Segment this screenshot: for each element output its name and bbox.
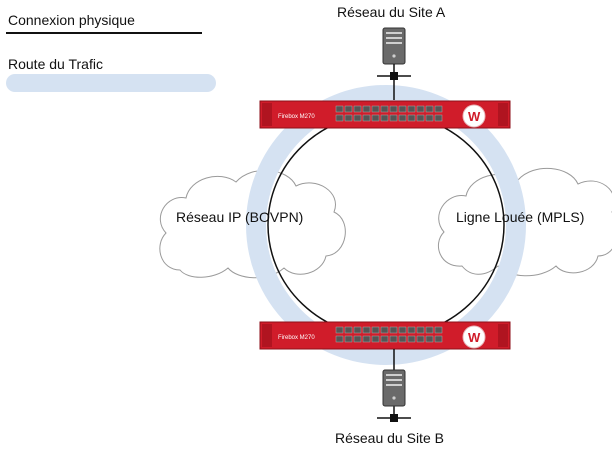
firebox-model-bottom: Firebox M270 xyxy=(278,335,315,341)
legend-physical-label: Connexion physique xyxy=(8,12,135,28)
site-b-label: Réseau du Site B xyxy=(335,430,444,446)
firebox-logo-top: W xyxy=(468,109,481,124)
firebox-model-top: Firebox M270 xyxy=(278,114,315,120)
legend-route-label: Route du Trafic xyxy=(8,56,103,72)
server-icon-bottom xyxy=(382,369,406,407)
server-icon-top xyxy=(382,27,406,65)
legend-route-swatch xyxy=(6,74,216,92)
firewall-appliance-icon-bottom: Firebox M270 W xyxy=(259,321,511,350)
network-node-icon-top xyxy=(377,64,411,100)
cloud-left-label: Réseau IP (BOVPN) xyxy=(176,209,303,225)
site-a-label: Réseau du Site A xyxy=(337,4,446,20)
firebox-logo-bottom: W xyxy=(468,330,481,345)
firewall-appliance-icon-top: Firebox M270 W xyxy=(259,100,511,129)
legend: Connexion physique Route du Trafic xyxy=(6,12,216,92)
cloud-right-label: Ligne Louée (MPLS) xyxy=(456,209,584,225)
traffic-route-ring xyxy=(246,85,526,365)
